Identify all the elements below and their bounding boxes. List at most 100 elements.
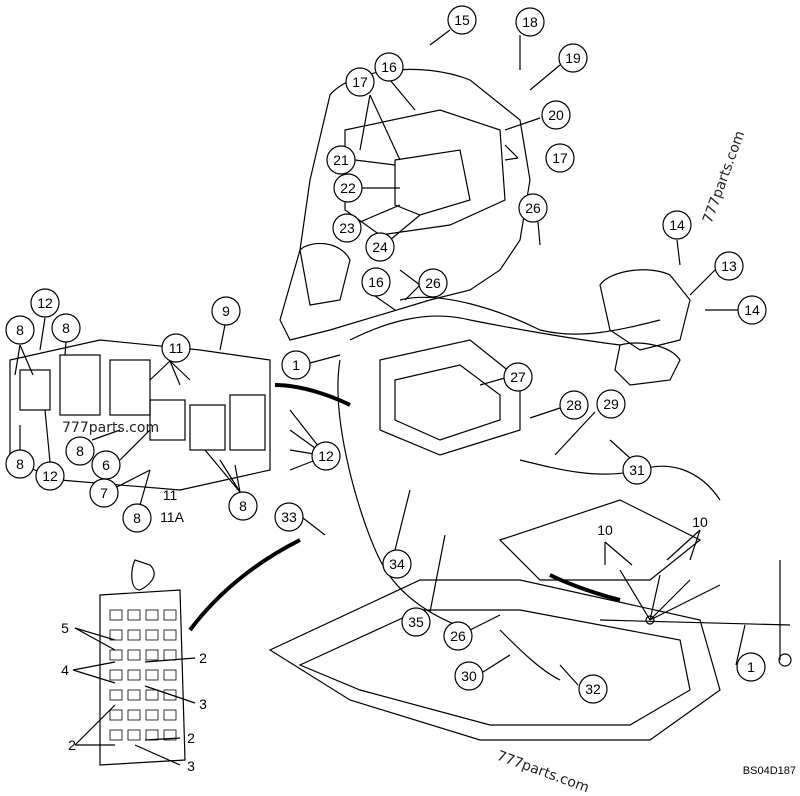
callout-label: 17	[552, 150, 568, 166]
callout-17-right	[504, 143, 575, 173]
callout-7	[89, 469, 151, 508]
callout-label: 3	[199, 696, 207, 712]
callout-label: 34	[389, 556, 405, 572]
callout-8-c	[5, 425, 35, 479]
callout-label: 28	[566, 397, 582, 413]
callout-label: 18	[522, 14, 538, 30]
callout-label: 31	[629, 462, 645, 478]
callout-label: 3	[187, 758, 195, 774]
callout-30	[454, 654, 511, 691]
callout-14-right	[705, 295, 767, 325]
callout-32	[559, 664, 608, 704]
callout-19	[529, 43, 588, 91]
callout-label: 26	[425, 275, 441, 291]
callout-21	[326, 145, 396, 175]
callout-8-e	[122, 469, 152, 533]
callout-5	[74, 627, 116, 651]
callout-10-left	[604, 541, 633, 566]
figure-code: BS04D187	[742, 765, 796, 777]
callout-35	[401, 534, 446, 637]
callout-26-mid	[399, 268, 448, 301]
callout-1-right	[735, 624, 766, 682]
callout-label: 26	[525, 200, 541, 216]
callout-12-c	[289, 409, 341, 471]
callout-label: 26	[450, 628, 466, 644]
callout-label: 8	[239, 498, 247, 514]
callout-28	[529, 390, 589, 420]
callout-label: 7	[100, 485, 108, 501]
callout-label: 5	[61, 620, 69, 636]
callout-24	[365, 214, 421, 262]
connector-harness	[599, 619, 791, 626]
callout-label: 2	[187, 730, 195, 746]
callout-label: 22	[340, 180, 356, 196]
callout-2-c	[144, 737, 181, 741]
harness	[337, 359, 471, 631]
callout-label: 8	[133, 510, 141, 526]
callout-10-right	[666, 529, 701, 561]
callout-label: 8	[16, 322, 24, 338]
pointer-arc-relays	[274, 383, 351, 407]
callout-16-top	[374, 52, 416, 111]
callout-label: 2	[68, 737, 76, 753]
callout-15	[429, 5, 477, 46]
callout-3-b	[134, 744, 181, 766]
callout-label: 14	[744, 302, 760, 318]
callout-29	[554, 389, 626, 456]
callout-label: 11A	[160, 509, 185, 525]
callout-label: 12	[37, 295, 53, 311]
callout-label: 33	[281, 509, 297, 525]
callout-label: 6	[102, 457, 110, 473]
callout-label: 15	[454, 12, 470, 28]
callout-label: 8	[62, 320, 70, 336]
callout-33	[274, 502, 326, 536]
switch-assembly	[599, 269, 691, 351]
callout-label: 16	[381, 59, 397, 75]
callout-20	[504, 100, 571, 131]
callout-11	[149, 333, 191, 386]
callout-17-top	[345, 67, 401, 161]
pointer-arc-connectors	[549, 573, 621, 602]
callout-26-top	[518, 193, 548, 246]
callout-label: 1	[747, 659, 755, 675]
callout-27	[479, 362, 533, 392]
callout-label: 8	[76, 443, 84, 459]
callout-label: 12	[42, 468, 58, 484]
callout-23	[332, 204, 401, 243]
callout-3-a	[144, 685, 196, 704]
callout-label: 35	[408, 614, 424, 630]
callout-label: 11	[163, 487, 178, 503]
callout-label: 13	[721, 258, 737, 274]
callout-2-a	[144, 657, 196, 663]
callout-18	[515, 7, 545, 70]
callout-2-b	[74, 704, 116, 746]
fuse-block	[99, 589, 186, 766]
callout-34	[382, 489, 412, 579]
callout-label: 9	[222, 303, 230, 319]
callout-16-mid	[361, 267, 396, 311]
callout-label: 17	[352, 74, 368, 90]
callout-12-b	[35, 409, 65, 491]
callout-8-a	[5, 315, 35, 376]
callout-8-b	[51, 313, 81, 356]
callout-label: 23	[339, 220, 355, 236]
callout-8-f	[204, 449, 258, 521]
callout-1-left	[281, 350, 341, 380]
callout-label: 8	[16, 456, 24, 472]
callout-label: 10	[692, 514, 708, 530]
floor-frame	[268, 579, 721, 741]
callout-13	[689, 251, 744, 296]
callout-label: 16	[368, 274, 384, 290]
callout-label: 21	[333, 152, 349, 168]
callout-label: 12	[318, 448, 334, 464]
callout-label: 32	[585, 681, 601, 697]
callout-label: 4	[61, 662, 69, 678]
callout-label: 20	[548, 107, 564, 123]
callout-22	[333, 173, 400, 203]
callout-label: 24	[372, 239, 388, 255]
relay-module	[379, 339, 521, 456]
callout-9	[211, 296, 241, 351]
watermark-left: 777parts.com	[62, 420, 160, 436]
callout-label: 19	[565, 50, 581, 66]
